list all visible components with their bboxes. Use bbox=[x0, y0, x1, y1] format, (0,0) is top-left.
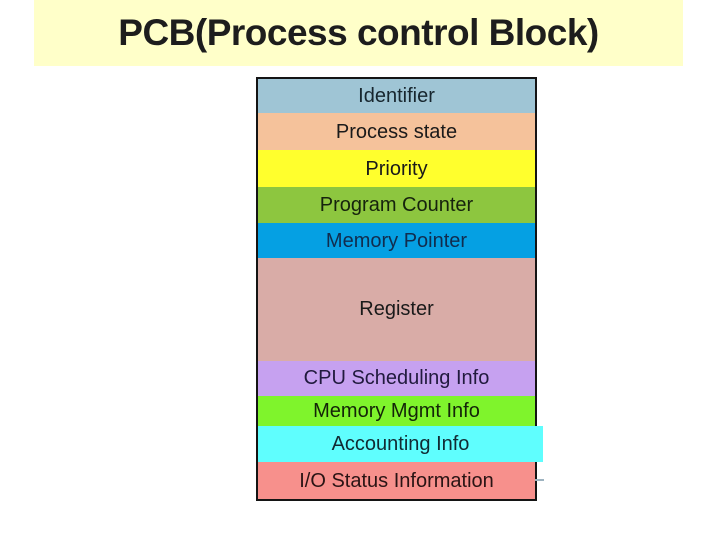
row-label: I/O Status Information bbox=[299, 469, 494, 492]
row-label: Memory Pointer bbox=[325, 229, 468, 252]
slide-title: PCB(Process control Block) bbox=[118, 12, 599, 53]
row-label: CPU Scheduling Info bbox=[303, 367, 490, 389]
table-row-identifier: Identifier bbox=[258, 79, 535, 113]
table-row-accounting-info: Accounting Info bbox=[258, 426, 543, 462]
row-label: Process state bbox=[335, 120, 458, 143]
table-row-priority: Priority bbox=[258, 150, 535, 187]
row-label: Accounting Info bbox=[331, 433, 470, 455]
tick-mark bbox=[535, 479, 544, 481]
table-row-cpu-scheduling-info: CPU Scheduling Info bbox=[258, 360, 535, 396]
table-row-process-state: Process state bbox=[258, 113, 535, 150]
slide-title-bar: PCB(Process control Block) bbox=[34, 0, 683, 66]
table-row-io-status-information: I/O Status Information bbox=[258, 462, 535, 499]
row-label: Memory Mgmt Info bbox=[313, 399, 480, 422]
pcb-diagram: Identifier Process state Priority Progra… bbox=[256, 77, 543, 501]
table-row-memory-pointer: Memory Pointer bbox=[258, 223, 535, 258]
table-row-register: Register bbox=[258, 258, 535, 361]
table-row-memory-mgmt-info: Memory Mgmt Info bbox=[258, 395, 535, 426]
row-label: Priority bbox=[365, 157, 428, 180]
row-label: Register bbox=[359, 298, 434, 321]
row-label: Identifier bbox=[358, 85, 435, 107]
table-row-program-counter: Program Counter bbox=[258, 187, 535, 223]
row-label: Program Counter bbox=[319, 194, 474, 216]
